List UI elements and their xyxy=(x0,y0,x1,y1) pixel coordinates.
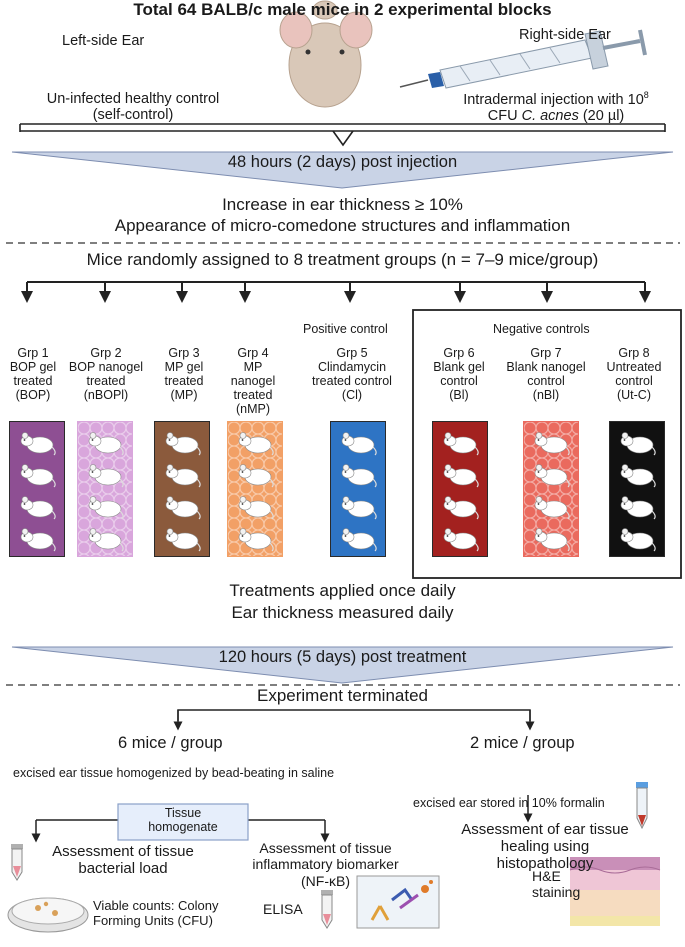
mouse-icon xyxy=(339,492,379,520)
timeline-step-120h: 120 hours (5 days) post treatment xyxy=(218,648,467,666)
treatment-line-1: Treatments applied once daily xyxy=(229,581,456,600)
criteria-line-2: Appearance of micro-comedone structures … xyxy=(114,216,571,235)
right-ear-label: Right-side Ear xyxy=(519,27,611,43)
viable-counts-label: Viable counts: Colony Forming Units (CFU… xyxy=(93,898,219,928)
group-5-label: Grp 5 Clindamycin treated control (Cl) xyxy=(312,346,392,402)
timeline-step-48h: 48 hours (2 days) post injection xyxy=(227,153,458,171)
histopathology-assessment: Assessment of ear tissue healing using h… xyxy=(461,821,629,872)
mouse-icon xyxy=(236,460,276,488)
positive-control-label: Positive control xyxy=(303,322,388,336)
diagram-title: Total 64 BALB/c male mice in 2 experimen… xyxy=(133,0,552,19)
mouse-icon xyxy=(618,428,658,456)
group-2-panel xyxy=(77,421,133,557)
bacteria-name: C. acnes xyxy=(521,108,579,125)
left-branch-description: excised ear tissue homogenized by bead-b… xyxy=(13,766,335,780)
sample-tube-icon xyxy=(11,844,23,881)
mouse-icon xyxy=(236,428,276,456)
mouse-icon xyxy=(163,428,203,456)
bacterial-load-assessment: Assessment of tissue bacterial load xyxy=(52,843,194,877)
mouse-icon xyxy=(163,492,203,520)
mouse-icon xyxy=(339,460,379,488)
group-3-label: Grp 3 MP gel treated (MP) xyxy=(164,346,204,402)
tissue-homogenate-box: Tissue homogenate xyxy=(148,806,218,834)
group-1-label: Grp 1 BOP gel treated (BOP) xyxy=(9,346,57,402)
mouse-icon xyxy=(86,492,126,520)
experiment-terminated: Experiment terminated xyxy=(256,686,429,705)
group-1-panel xyxy=(9,421,65,557)
mouse-icon xyxy=(18,492,58,520)
group-7-label: Grp 7 Blank nanogel control (nBl) xyxy=(506,346,586,402)
injection-exponent: 8 xyxy=(643,90,649,100)
petri-dish-icon xyxy=(7,897,89,933)
group-8-label: Grp 8 Untreated control (Ut-C) xyxy=(606,346,662,402)
volume-text: (20 µl) xyxy=(578,108,625,125)
group-assignment: Mice randomly assigned to 8 treatment gr… xyxy=(86,250,599,269)
he-staining-label: H&E staining xyxy=(532,868,581,900)
group-7-panel xyxy=(523,421,579,557)
cfu-text: CFU xyxy=(487,108,522,125)
mouse-icon xyxy=(618,524,658,552)
left-branch-count: 6 mice / group xyxy=(118,734,223,752)
mouse-icon xyxy=(441,492,481,520)
mouse-icon xyxy=(86,460,126,488)
mouse-icon xyxy=(236,492,276,520)
mouse-icon xyxy=(236,524,276,552)
right-branch-count: 2 mice / group xyxy=(470,734,575,752)
criteria-line-1: Increase in ear thickness ≥ 10% xyxy=(222,195,463,214)
mouse-icon xyxy=(618,492,658,520)
mouse-icon xyxy=(532,492,572,520)
group-4-label: Grp 4 MP nanogel treated (nMP) xyxy=(230,346,276,416)
mouse-icon xyxy=(532,460,572,488)
group-8-panel xyxy=(609,421,665,557)
mouse-icon xyxy=(532,428,572,456)
right-ear-description: Intradermal injection with 108 CFU C. ac… xyxy=(436,90,676,124)
left-ear-description: Un-infected healthy control (self-contro… xyxy=(46,91,220,124)
group-6-panel xyxy=(432,421,488,557)
elisa-illustration xyxy=(321,875,440,929)
mouse-icon xyxy=(18,460,58,488)
mouse-icon xyxy=(86,428,126,456)
mouse-icon xyxy=(618,460,658,488)
formalin-tube-icon xyxy=(636,782,648,830)
elisa-label: ELISA xyxy=(263,901,303,917)
mouse-icon xyxy=(163,524,203,552)
mouse-icon xyxy=(441,460,481,488)
group-3-panel xyxy=(154,421,210,557)
mouse-icon xyxy=(163,460,203,488)
group-5-panel xyxy=(330,421,386,557)
treatment-line-2: Ear thickness measured daily xyxy=(231,603,454,622)
mouse-icon xyxy=(86,524,126,552)
mouse-icon xyxy=(339,428,379,456)
right-branch-description: excised ear stored in 10% formalin xyxy=(413,796,605,810)
syringe-illustration xyxy=(399,29,647,89)
biomarker-assessment: Assessment of tissue inflammatory biomar… xyxy=(252,840,399,872)
negative-controls-label: Negative controls xyxy=(493,322,590,336)
left-ear-label: Left-side Ear xyxy=(62,33,145,49)
mouse-head-illustration xyxy=(279,0,373,108)
mouse-icon xyxy=(441,428,481,456)
biomarker-nfkb: (NF-κB) xyxy=(301,873,350,889)
group-4-panel xyxy=(227,421,283,557)
mouse-icon xyxy=(441,524,481,552)
mouse-icon xyxy=(18,428,58,456)
mouse-icon xyxy=(532,524,572,552)
mouse-icon xyxy=(339,524,379,552)
mouse-icon xyxy=(18,524,58,552)
group-2-label: Grp 2 BOP nanogel treated (nBOPl) xyxy=(68,346,144,402)
skin-section-illustration xyxy=(569,857,661,926)
group-6-label: Grp 6 Blank gel control (Bl) xyxy=(433,346,485,402)
injection-text: Intradermal injection with 10 xyxy=(463,91,644,108)
